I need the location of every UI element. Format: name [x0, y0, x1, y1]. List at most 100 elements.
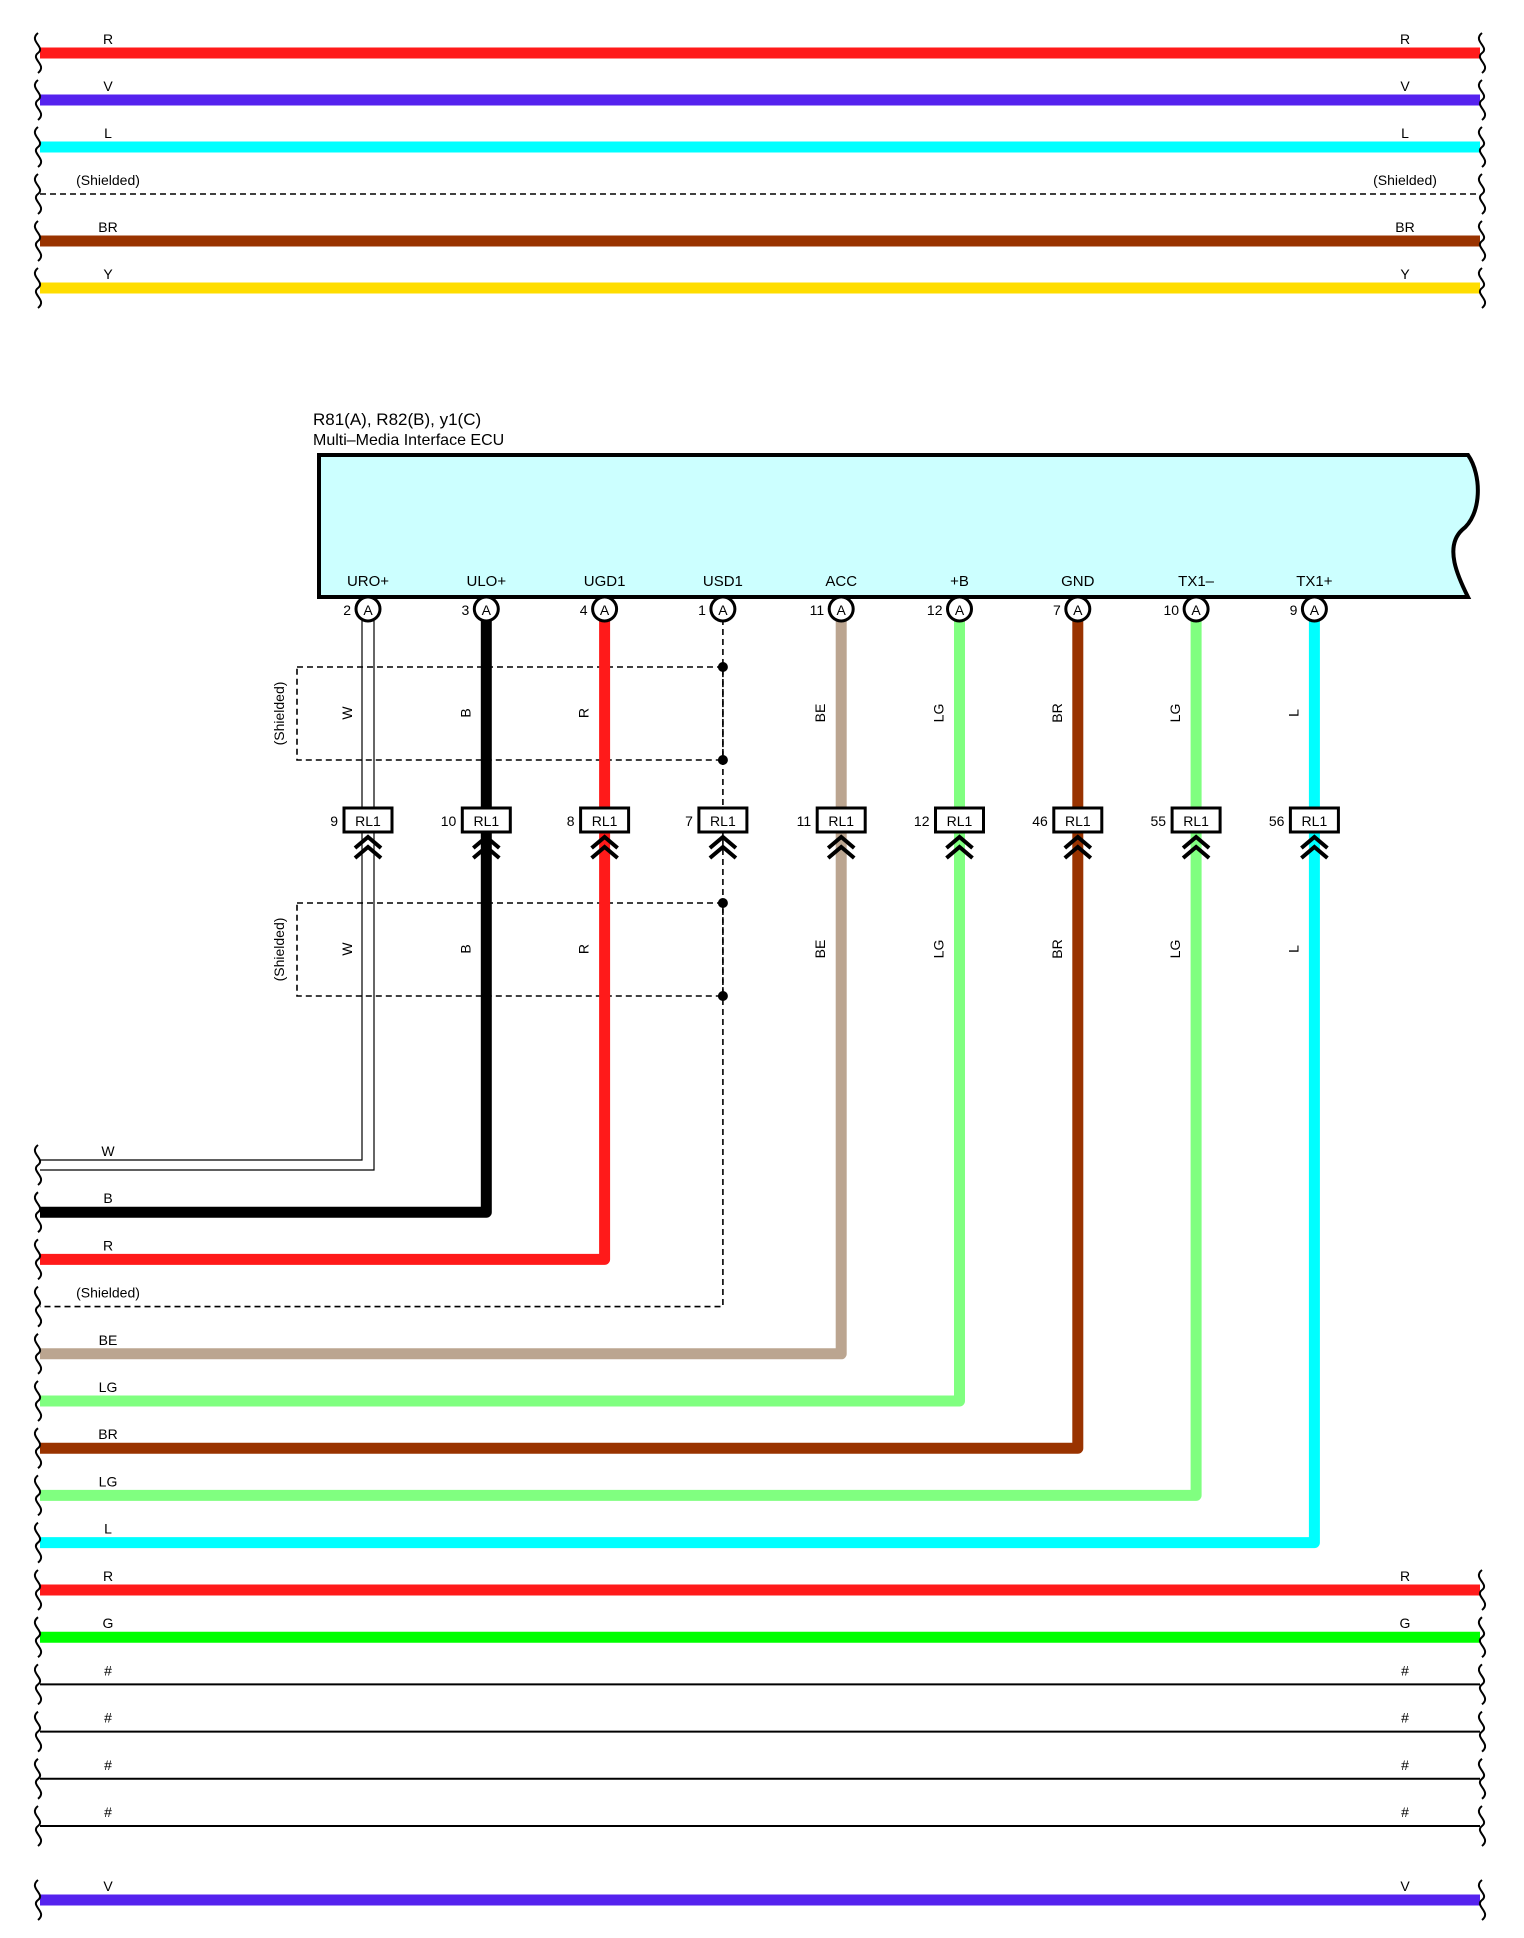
wire-break-mark [1477, 1663, 1487, 1706]
bottom-bus-label-right: # [1401, 1804, 1409, 1820]
connector-pin-circle [354, 595, 382, 623]
wire-break-mark [33, 173, 43, 215]
connector-chevron [353, 834, 383, 850]
wire-break-mark [33, 1569, 43, 1611]
wire-r [40, 619, 611, 1265]
shield-box [296, 666, 724, 761]
connector-letter: A [363, 602, 373, 618]
wire-color-label: LG [931, 940, 947, 959]
ecu-connectors-title: R81(A), R82(B), y1(C) [313, 410, 481, 429]
junction-pin-number: 8 [567, 813, 575, 829]
wire-w-edge [40, 619, 363, 1161]
last-bus-label-right: V [1400, 1878, 1410, 1894]
harness-bus-label: LG [99, 1473, 118, 1489]
wire-br [40, 619, 1084, 1454]
ecu-block: R81(A), R82(B), y1(C) Multi–Media Interf… [313, 410, 1480, 599]
connector-chevron [590, 844, 619, 860]
connector-chevron [945, 844, 974, 860]
junction-connector-name: RL1 [592, 813, 618, 829]
connector-chevron [1300, 834, 1329, 850]
shield-label: (Shielded) [271, 918, 287, 982]
junction-connector-name: RL1 [355, 813, 381, 829]
junction-connector-name: RL1 [1302, 813, 1328, 829]
wire-break-mark [33, 1879, 43, 1921]
wire-color-label: L [1285, 709, 1301, 717]
junction-connector-box [934, 806, 985, 834]
ecu-pin-number: 11 [810, 602, 825, 618]
ecu-pin-number: 2 [343, 602, 351, 618]
bottom-bus-label-left: # [104, 1662, 112, 1678]
wire-break-mark [33, 1805, 43, 1847]
top-bus-label-left: V [103, 78, 113, 94]
connector-chevron [590, 834, 619, 850]
ecu-pin-number: 12 [927, 602, 943, 618]
connector-chevron [353, 844, 383, 860]
bottom-bus-label-left: # [104, 1804, 112, 1820]
top-bus-label-right: (Shielded) [1373, 172, 1437, 188]
junction-connector-name: RL1 [828, 813, 854, 829]
wire-break-mark [1477, 220, 1487, 262]
wire-color-label: W [339, 706, 355, 720]
ecu-wire-harness: (Shielded)(Shielded)URO+A2WWRL19ULO+A3BB… [33, 573, 1340, 1564]
ecu-name: Multi–Media Interface ECU [313, 432, 504, 449]
wire-color-label: LG [1167, 940, 1183, 959]
wire-color-label: BE [812, 704, 828, 723]
wire-color-label: LG [931, 704, 947, 723]
wire-break-mark [33, 126, 43, 168]
wire-b [40, 619, 492, 1218]
junction-connector-box [579, 806, 631, 834]
junction-connector-name: RL1 [947, 813, 973, 829]
ecu-pin-number: 4 [580, 602, 588, 618]
wire-break-mark [33, 1521, 43, 1564]
connector-letter: A [1073, 602, 1083, 618]
connector-chevron [472, 834, 501, 850]
wire-break-mark [1477, 1710, 1487, 1753]
wire-break-mark [33, 1616, 43, 1658]
junction-pin-number: 55 [1151, 813, 1167, 829]
top-bus-label-left: R [103, 31, 113, 47]
junction-connector-box [697, 806, 749, 834]
wire-break-mark [33, 79, 43, 121]
bottom-bus-label-left: # [104, 1757, 112, 1773]
junction-connector-name: RL1 [1065, 813, 1091, 829]
junction-connector-box [460, 806, 512, 834]
wire-break-mark [33, 1758, 43, 1800]
ecu-pin-name: ACC [825, 573, 857, 590]
connector-letter: A [1310, 602, 1320, 618]
junction-connector-box [815, 806, 867, 834]
connector-letter: A [600, 602, 610, 618]
wire-break-mark [1477, 173, 1487, 215]
connector-pin-circle [1182, 595, 1210, 623]
junction-connector-name: RL1 [473, 813, 499, 829]
wire-color-label: BR [1049, 703, 1065, 722]
wire-color-label: R [576, 708, 592, 718]
wire-lg [40, 619, 965, 1407]
wire-w-edge [40, 619, 375, 1171]
bottom-bus-label-left: # [104, 1710, 112, 1726]
harness-bus-label: W [101, 1143, 115, 1159]
connector-pin-circle [946, 595, 973, 623]
wire-break-mark [1477, 1758, 1487, 1800]
junction-pin-number: 56 [1269, 813, 1285, 829]
shield-label: (Shielded) [271, 682, 287, 746]
wire-color-label: L [1285, 945, 1301, 953]
connector-letter: A [837, 602, 847, 618]
ecu-pin-name: TX1– [1178, 573, 1215, 590]
junction-pin-number: 46 [1032, 813, 1048, 829]
junction-pin-number: 11 [797, 813, 812, 829]
connector-pin-circle [1300, 595, 1328, 623]
connector-chevron [1181, 834, 1211, 850]
harness-bus-label: B [103, 1190, 112, 1206]
ecu-pin-number: 1 [698, 602, 706, 618]
ecu-pin-name: USD1 [703, 573, 743, 590]
junction-connector-name: RL1 [710, 813, 736, 829]
ecu-pin-name: ULO+ [466, 573, 506, 590]
wire-break-mark [33, 32, 43, 74]
ecu-pin-number: 7 [1053, 602, 1061, 618]
wire-break-mark [33, 1427, 43, 1469]
connector-letter: A [718, 602, 728, 618]
connector-pin-circle [827, 595, 855, 623]
wire-break-mark [33, 1238, 43, 1281]
harness-bus-label: (Shielded) [76, 1285, 140, 1301]
